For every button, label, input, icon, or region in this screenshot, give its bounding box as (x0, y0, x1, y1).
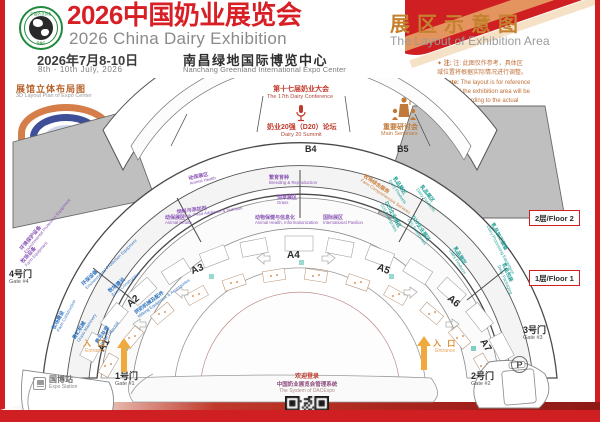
dac-logo: 中国奶业协会 DAC (19, 6, 63, 50)
floor1-tag: 1层/Floor 1 (529, 270, 580, 286)
entrance-left: 入 口 Entrance (83, 339, 108, 355)
event-date-cn: 2026年7月8-10日 (37, 53, 139, 68)
atrium-inner (200, 291, 400, 379)
frame-bottom-border (0, 410, 600, 422)
gate-1[interactable]: 1号门 Gate #1 (115, 371, 139, 388)
note-cn-label: 注: (443, 61, 452, 67)
inset-title-en: 3D Layout Plan of Expo Center (16, 93, 92, 99)
b5-title-cn: 重要研讨会 (383, 124, 418, 131)
qr-code[interactable] (285, 395, 329, 410)
qr-welcome-line1: 欢迎登录 (294, 374, 319, 380)
frame-right-border (595, 0, 600, 422)
b4-title-en: The 17th Dairy Conference (267, 94, 334, 100)
gate-2[interactable]: 2号门 Gate #2 (471, 371, 495, 388)
microphone-icon (295, 104, 307, 122)
note-en-line3: adjsted according to the actual (437, 97, 519, 104)
expo-station[interactable]: 国博站 Expo Station (33, 376, 77, 391)
b5-title-en: Main Seminars (381, 131, 418, 137)
globe-icon (29, 16, 53, 40)
frame-left-border (0, 0, 5, 422)
layout-title-cn: 展区示意图 (390, 14, 525, 36)
a-hall-outer-ring (42, 142, 558, 379)
qr-welcome-line3: The System of DACExpo (279, 388, 335, 395)
zone-breeding-reproduction: 繁育育种 Breeding & Reproduction (269, 175, 318, 186)
entrance-arrow-left-icon (117, 338, 131, 372)
b4-subtitle-en: Dairy 20 Summit (281, 132, 322, 138)
b4-title-cn: 第十七届奶业大会 (273, 86, 329, 93)
hall-a4-label: A4 (287, 250, 300, 261)
venue-name-cn: 南昌绿地国际博览中心 (183, 53, 329, 68)
hall-b4-label: B4 (305, 144, 317, 154)
booth-row-outer (79, 235, 515, 363)
escalator-icons (132, 252, 460, 331)
metro-train-icon (33, 376, 46, 390)
b-hall-label-strip (130, 78, 472, 161)
page-title-en: 2026 China Dairy Exhibition (69, 29, 287, 48)
front-plaza-strip (128, 374, 438, 403)
page-title-cn: 2026中国奶业展览会 (67, 0, 302, 30)
podium-icon (391, 96, 417, 122)
logo-bottom-text: DAC (36, 40, 46, 45)
note-en-line2: only, and the exhibition area will be (437, 89, 530, 96)
zone-animal-health-2: 动保展区 Animal Health (165, 215, 192, 226)
hall-b5-label: B5 (397, 144, 409, 154)
diamond-bullet-icon: ✦ (437, 61, 443, 67)
map-vector-layer (12, 78, 566, 410)
exhibition-map: 第十七届奶业大会 The 17th Dairy Conference 奶业20强… (5, 78, 595, 410)
entrance-right: 入 口 Entrance (433, 339, 458, 355)
left-plaza (20, 369, 114, 410)
qr-welcome-line2: 中国奶业展览会管理系统 (276, 381, 338, 388)
logo-top-text: 中国奶业协会 (30, 12, 52, 16)
booth-seat-markers (103, 273, 489, 368)
zone-international-pavilion: 国际展区 International Pavilion (323, 215, 363, 226)
gate-3[interactable]: 3号门 Gate #3 (523, 325, 547, 342)
note-cn-line2: 域位置将根据实际情况进行调整。 (437, 69, 528, 76)
qr-welcome-block: 欢迎登录 中国奶业展览会管理系统 The System of DACExpo (267, 374, 347, 410)
entrance-arrow-right-icon (417, 336, 431, 370)
floor2-tag: 2层/Floor 2 (529, 210, 580, 226)
note-en-line1: The layout is for reference (460, 80, 531, 87)
venue-name-en: Nanchang Greenland International Expo Ce… (183, 65, 346, 74)
zone-animal-health-informationization: 动物保健与信息化 Animal Health, Informationizati… (255, 215, 319, 226)
event-date-en: 8th - 10th July, 2026 (38, 65, 123, 74)
b-hall-band (102, 78, 498, 172)
parking-block (501, 368, 537, 406)
parking-icon: P (511, 356, 528, 373)
inset-title-cn: 展馆立体布局图 (16, 84, 87, 94)
b4-subtitle-cn: 奶业20强（D20）论坛 (267, 124, 337, 131)
gate-4[interactable]: 4号门 Gate #4 (9, 269, 33, 286)
zone-grass: 饲草展区 Grass (277, 195, 298, 206)
note-cn-line1: 注: 此图仅作参考，具体区 (453, 61, 523, 67)
layout-title-en: The Layout of Exhibition Area (390, 34, 550, 48)
page-header: 中国奶业协会 DAC 2026中国奶业展览会 2026 China Dairy … (5, 0, 595, 112)
